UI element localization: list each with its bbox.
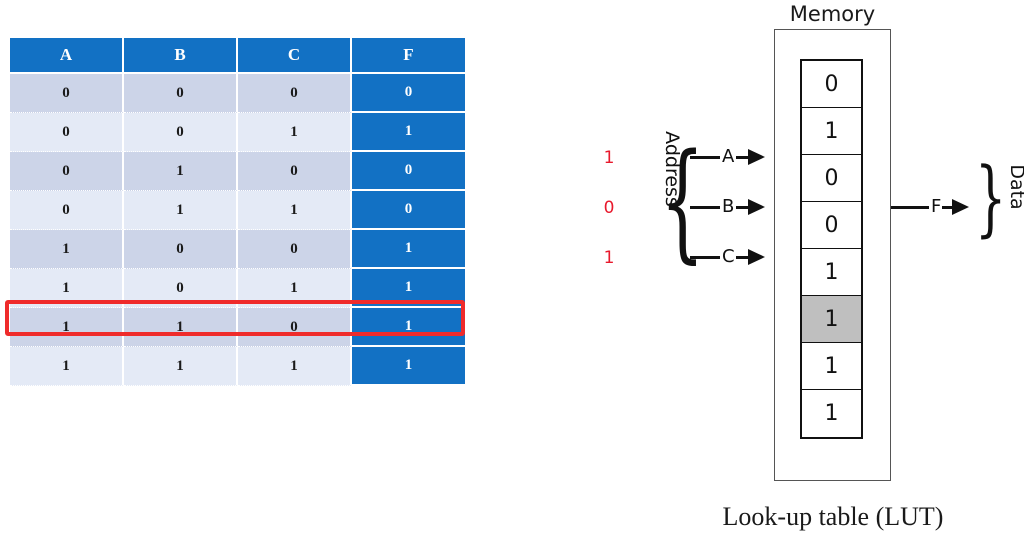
cell-f: 1 xyxy=(352,113,465,152)
table-row: 0 0 1 1 xyxy=(10,113,465,152)
cell-b: 0 xyxy=(124,113,238,152)
cell-c: 1 xyxy=(238,113,352,152)
memory-cell: 1 xyxy=(802,343,861,390)
cell-b: 0 xyxy=(124,230,238,269)
cell-f: 1 xyxy=(352,308,465,347)
cell-b: 1 xyxy=(124,152,238,191)
signal-label-f: F xyxy=(931,196,942,217)
table-row: 1 0 0 1 xyxy=(10,230,465,269)
cell-c: 1 xyxy=(238,191,352,230)
signal-line-c xyxy=(690,256,720,259)
column-header-f: F xyxy=(352,38,465,74)
memory-cell: 1 xyxy=(802,108,861,155)
lut-caption: Look-up table (LUT) xyxy=(722,502,944,531)
memory-cell: 1 xyxy=(802,249,861,296)
data-brace: } xyxy=(975,151,1007,246)
arrow-icon-a xyxy=(748,149,765,165)
address-bit-2: 1 xyxy=(603,248,615,268)
cell-b: 1 xyxy=(124,347,238,386)
cell-c: 0 xyxy=(238,74,352,113)
signal-label-c: C xyxy=(722,246,735,267)
truth-table: A B C F 0 0 0 0 0 0 1 1 0 1 0 xyxy=(10,38,465,386)
memory-cell: 0 xyxy=(802,202,861,249)
signal-line-f xyxy=(891,206,929,209)
cell-a: 1 xyxy=(10,347,124,386)
cell-f: 1 xyxy=(352,269,465,308)
signal-line-f-tail xyxy=(942,206,952,209)
cell-a: 0 xyxy=(10,113,124,152)
memory-cell: 1 xyxy=(802,390,861,437)
memory-cell: 0 xyxy=(802,61,861,108)
cell-a: 1 xyxy=(10,230,124,269)
memory-title: Memory xyxy=(789,2,876,26)
table-header-row: A B C F xyxy=(10,38,465,74)
signal-line-b-tail xyxy=(736,206,748,209)
signal-line-c-tail xyxy=(736,256,748,259)
arrow-icon-c xyxy=(748,249,765,265)
signal-label-b: B xyxy=(722,196,735,217)
memory-cell-highlighted: 1 xyxy=(802,296,861,343)
data-label: Data xyxy=(1006,164,1024,210)
cell-f: 0 xyxy=(352,152,465,191)
cell-b: 1 xyxy=(124,308,238,347)
table-row-highlighted: 1 0 1 1 xyxy=(10,269,465,308)
address-bit-0: 1 xyxy=(603,148,615,168)
signal-label-a: A xyxy=(722,146,735,167)
signal-row-f: F xyxy=(891,194,981,220)
address-brace: { xyxy=(660,127,705,276)
cell-a: 0 xyxy=(10,191,124,230)
table-row: 0 0 0 0 xyxy=(10,74,465,113)
cell-b: 0 xyxy=(124,269,238,308)
table-row: 1 1 1 1 xyxy=(10,347,465,386)
column-header-c: C xyxy=(238,38,352,74)
table-row: 0 1 0 0 xyxy=(10,152,465,191)
column-header-a: A xyxy=(10,38,124,74)
cell-a: 0 xyxy=(10,152,124,191)
cell-a: 1 xyxy=(10,269,124,308)
cell-c: 0 xyxy=(238,308,352,347)
signal-row-c: C xyxy=(690,244,780,270)
arrow-icon-b xyxy=(748,199,765,215)
arrow-icon-f xyxy=(952,199,969,215)
signal-line-a xyxy=(690,156,720,159)
cell-a: 1 xyxy=(10,308,124,347)
cell-b: 1 xyxy=(124,191,238,230)
memory-cell: 0 xyxy=(802,155,861,202)
address-bit-1: 0 xyxy=(603,198,615,218)
signal-line-b xyxy=(690,206,720,209)
cell-f: 0 xyxy=(352,74,465,113)
cell-a: 0 xyxy=(10,74,124,113)
cell-b: 0 xyxy=(124,74,238,113)
signal-line-a-tail xyxy=(736,156,748,159)
cell-c: 0 xyxy=(238,230,352,269)
column-header-b: B xyxy=(124,38,238,74)
signal-row-a: A xyxy=(690,144,780,170)
cell-c: 1 xyxy=(238,347,352,386)
table-row: 1 1 0 1 xyxy=(10,308,465,347)
cell-c: 0 xyxy=(238,152,352,191)
cell-f: 1 xyxy=(352,347,465,386)
signal-row-b: B xyxy=(690,194,780,220)
cell-f: 1 xyxy=(352,230,465,269)
memory-cell-column: 0 1 0 0 1 1 1 1 xyxy=(800,59,863,439)
cell-c: 1 xyxy=(238,269,352,308)
table-row: 0 1 1 0 xyxy=(10,191,465,230)
cell-f: 0 xyxy=(352,191,465,230)
